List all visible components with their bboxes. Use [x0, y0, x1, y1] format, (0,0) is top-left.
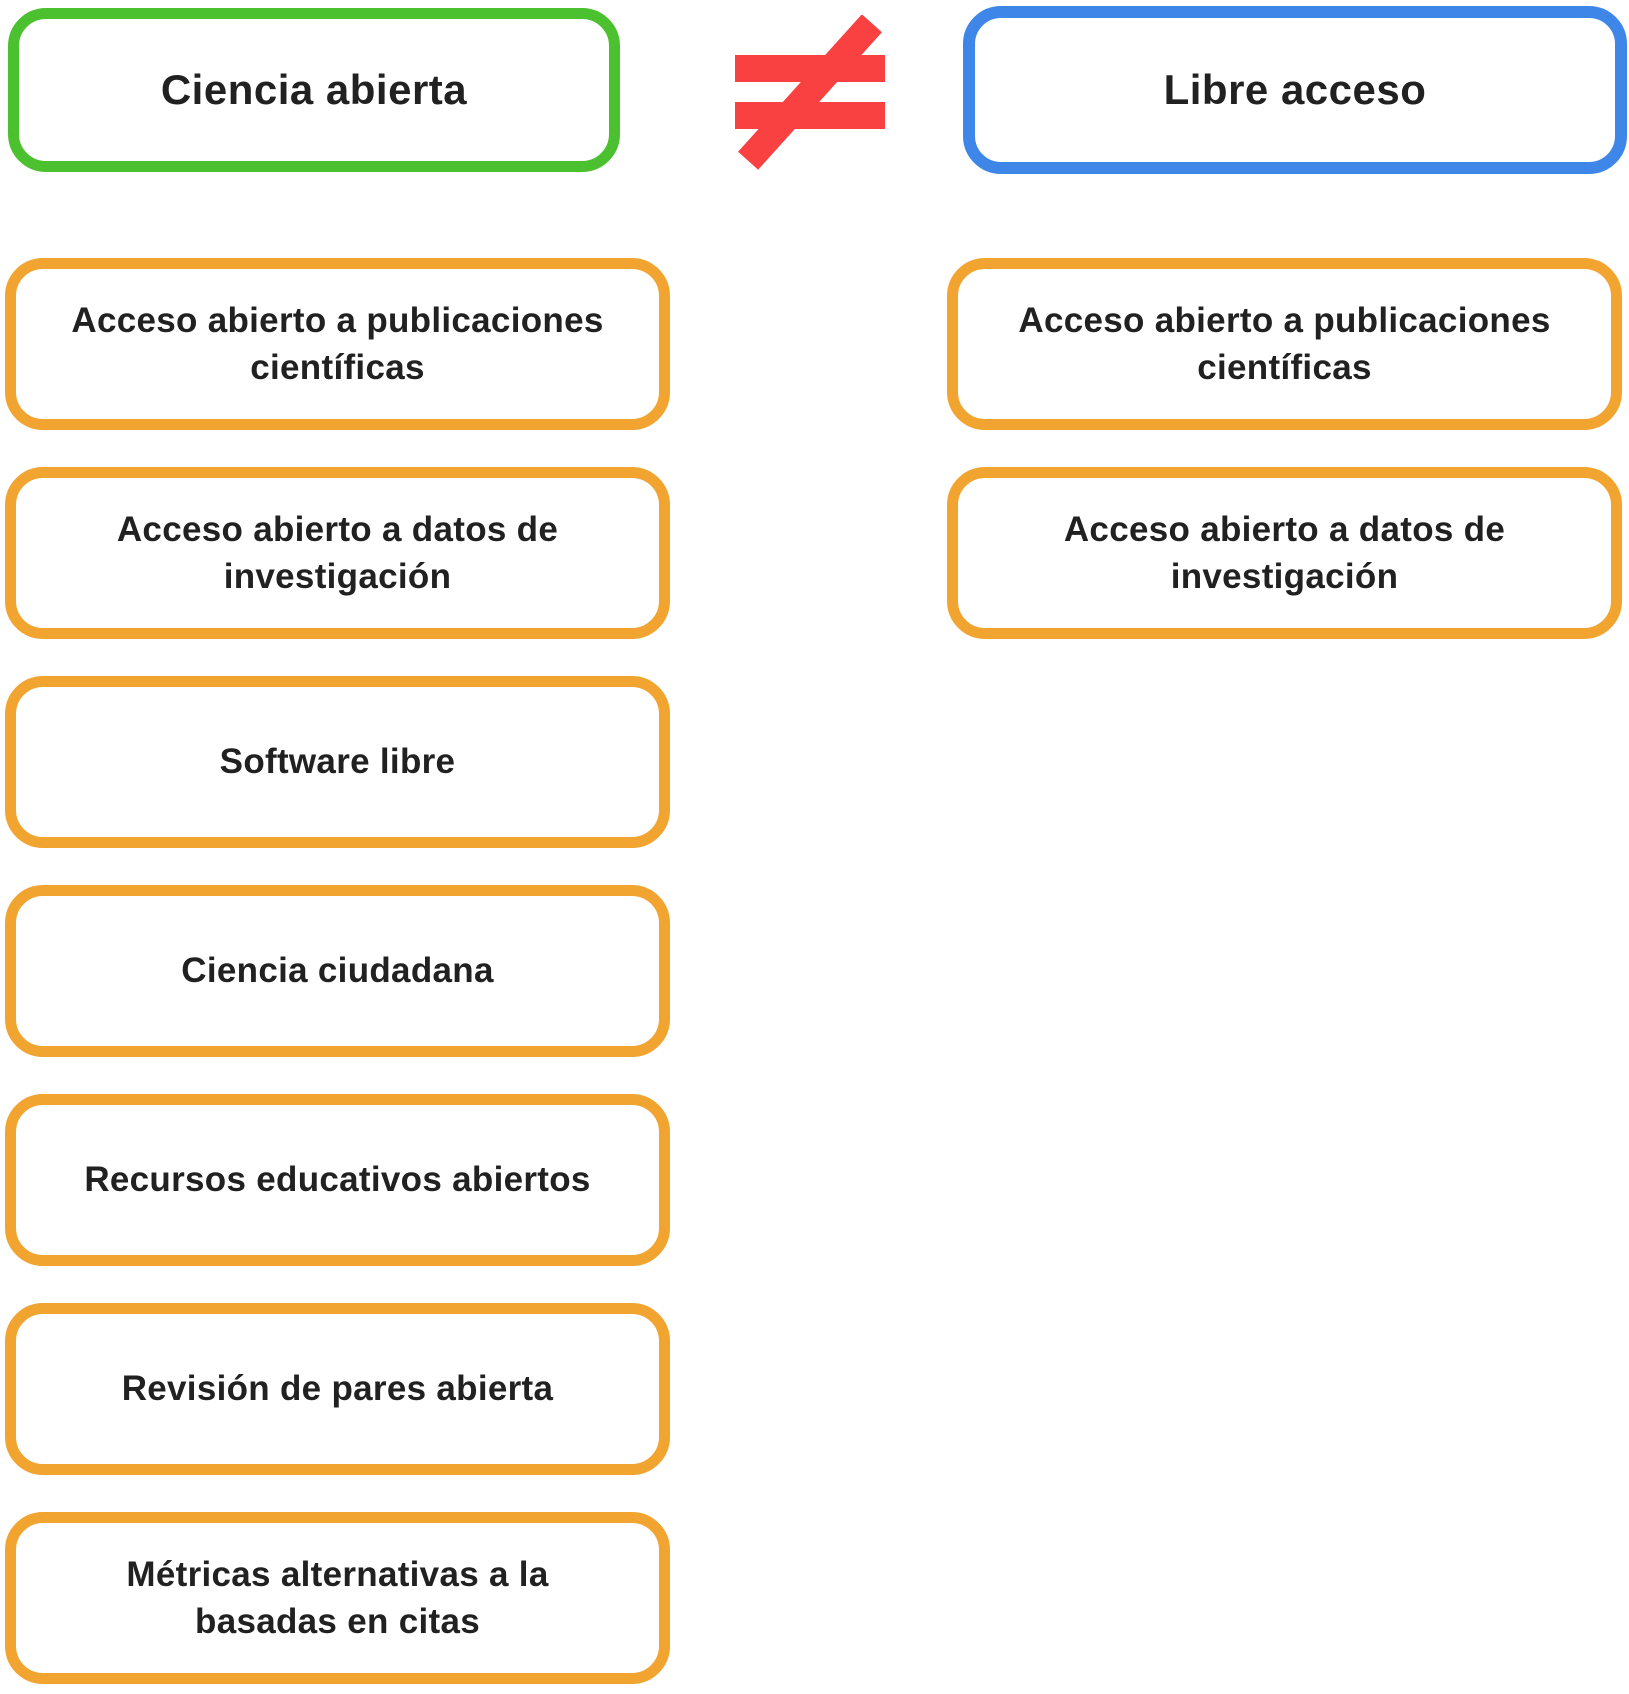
item-label: Acceso abierto a publicaciones científic… — [71, 300, 604, 387]
item-label: Acceso abierto a datos de investigación — [1063, 509, 1506, 596]
item-box-software-libre: Software libre — [5, 676, 670, 848]
item-label: Métricas alternativas a la basadas en ci… — [126, 1554, 549, 1641]
item-box-revision-pares: Revisión de pares abierta — [5, 1303, 670, 1475]
header-ciencia-abierta-label: Ciencia abierta — [160, 66, 468, 113]
item-label: Software libre — [219, 742, 456, 782]
header-ciencia-abierta: Ciencia abierta — [8, 8, 620, 172]
item-box-acceso-datos-right: Acceso abierto a datos de investigación — [947, 467, 1622, 639]
not-equal-icon — [735, 15, 885, 170]
item-label: Acceso abierto a publicaciones científic… — [1018, 300, 1551, 387]
header-libre-acceso: Libre acceso — [963, 6, 1627, 174]
item-box-metricas-alternativas: Métricas alternativas a la basadas en ci… — [5, 1512, 670, 1684]
item-box-acceso-datos-left: Acceso abierto a datos de investigación — [5, 467, 670, 639]
item-label: Recursos educativos abiertos — [84, 1160, 591, 1200]
item-label: Ciencia ciudadana — [181, 951, 494, 991]
item-box-recursos-educativos: Recursos educativos abiertos — [5, 1094, 670, 1266]
item-label: Revisión de pares abierta — [121, 1369, 554, 1409]
header-libre-acceso-label: Libre acceso — [1163, 66, 1427, 113]
item-box-acceso-publicaciones-right: Acceso abierto a publicaciones científic… — [947, 258, 1622, 430]
item-box-ciencia-ciudadana: Ciencia ciudadana — [5, 885, 670, 1057]
item-box-acceso-publicaciones-left: Acceso abierto a publicaciones científic… — [5, 258, 670, 430]
item-label: Acceso abierto a datos de investigación — [116, 509, 559, 596]
